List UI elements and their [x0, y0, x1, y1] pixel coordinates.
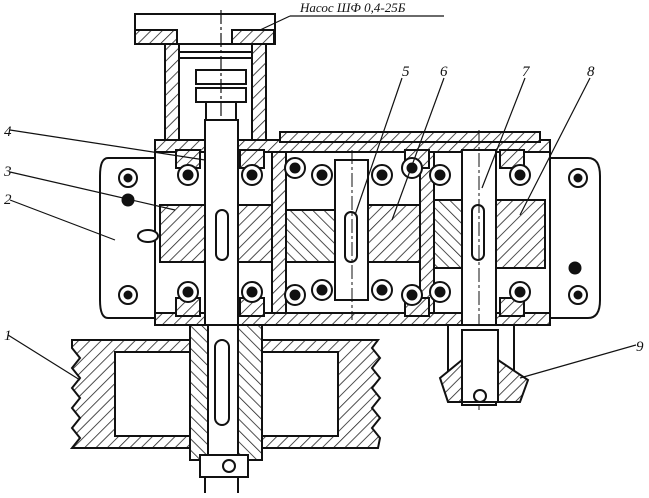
bearings — [177, 157, 531, 306]
pulley — [69, 324, 382, 478]
callout-leaders — [7, 77, 637, 381]
callout-3: 3 — [3, 164, 12, 180]
callout-9: 9 — [636, 339, 644, 355]
callout-5: 5 — [402, 64, 410, 80]
callout-6: 6 — [440, 64, 448, 80]
pump-label: Насос ШФ 0,4-25Б — [299, 0, 406, 15]
callout-2: 2 — [4, 192, 12, 208]
callout-7: 7 — [522, 64, 531, 80]
output-coupling — [438, 324, 530, 403]
pump-label-group: Насос ШФ 0,4-25Б — [259, 0, 444, 31]
callout-8: 8 — [587, 64, 595, 80]
callout-4: 4 — [4, 124, 12, 140]
pump-housing — [134, 10, 276, 485]
callout-numbers: 1 2 3 4 5 6 7 8 9 — [3, 64, 644, 355]
callout-1: 1 — [4, 328, 12, 344]
